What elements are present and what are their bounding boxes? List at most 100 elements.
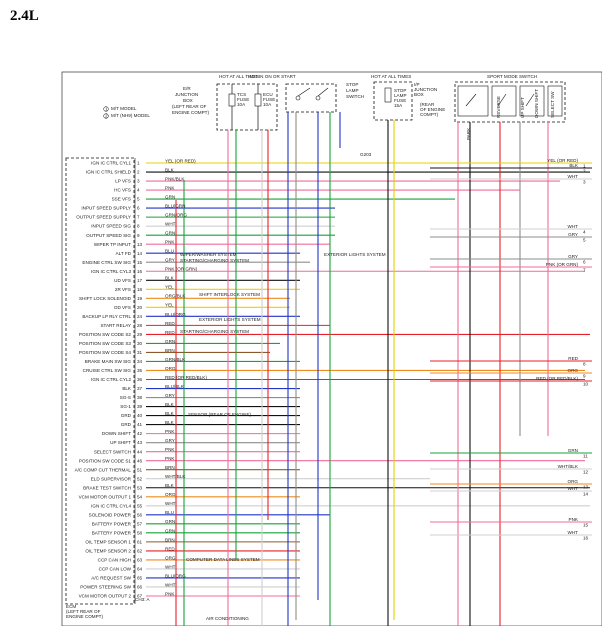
ecm-pin-label: ENGINE CTRL SW SIG [82,260,131,265]
wire-color-label: GRN/BLK [165,357,186,362]
svg-text:PARK: PARK [466,127,471,140]
wire-color-label: YEL (OR RED) [165,158,196,163]
right-wire-label: ORG [568,368,579,373]
ecm-pin-number: 16 [137,269,143,274]
ecm-pin-number: 43 [137,440,143,445]
wire-color-label: GRN [165,339,175,344]
wire-color-label: BLK [165,483,175,488]
ecm-pin-label: GRD [121,422,132,427]
wire-color-label: WHT [165,564,176,569]
ecm-pin-number: 40 [137,413,143,418]
wire-color-label: RED [165,330,175,335]
right-pin-number: 6 [583,260,586,265]
wire-color-label: GRN [165,519,175,524]
ecm-pin-label: POWER STEERING SW [80,585,131,590]
ecm-pin-label: START RELAY [100,323,131,328]
right-wire-label: WHT [568,174,579,179]
ecm-pin-label: IGN IC CTRL CYL1 [91,161,131,166]
right-wire-label: YEL (OR RED) [547,158,578,163]
ecm-label-3: ENGINE COMPT) [66,614,103,619]
ecm-pin-label: SOLENOID POWER [89,512,132,517]
right-wire-label: WHT/BLK [558,464,579,469]
wire-color-label: ORG [165,492,176,497]
ecm-pin-label: WIPER TP INPUT [94,242,131,247]
svg-text:HOT AT ALL TIMES: HOT AT ALL TIMES [371,74,411,79]
svg-text:OF ENGINE: OF ENGINE [420,107,445,112]
dest-computer: COMPUTER DATA LINES SYSTEM [186,557,260,562]
fuse-box-outline [216,83,278,131]
ecm-pin-label: CCP CAN HIGH [98,558,131,563]
ecm-pin-number: 37 [137,386,143,391]
wire-color-label: BLK [165,411,175,416]
ecm-pin-number: 61 [137,539,143,544]
wire-color-label: PNK [165,591,175,596]
ecm-pin-label: IGN IC CTRL CYL2 [91,377,131,382]
wire-layer [146,112,590,626]
wire-color-label: GRY [165,258,175,263]
sport-mode-switch: SPORT MODE SWITCH PARK REVERSE UP SHIFT … [454,74,566,140]
svg-text:FUSE: FUSE [394,98,406,103]
ecm-pin-label: POSITION SW CODE S3 [79,341,132,346]
ecm-pin-label: UD VFS [114,278,131,283]
legend: 1 M/T MODEL 2 M/T (NH9) MODEL [103,106,150,119]
ecm-pin-number: 5 [137,197,140,202]
ecm-pin-label: CRUISE CTRL SW SIG [83,368,132,373]
sport-mode-switch-title: SPORT MODE SWITCH [487,74,537,79]
wire-color-label: BLU/ORG [165,312,186,317]
wire-color-label: WHT/BLK [165,474,186,479]
ecm-pin-number: 62 [137,548,143,553]
wire-color-label: PNK [165,240,175,245]
wire-color-label: BLU [165,510,174,515]
svg-text:I/P: I/P [414,82,420,87]
svg-text:TCS: TCS [237,92,246,97]
ecm-pin-number: 53 [137,485,143,490]
ecm-pin-number: 46 [137,458,143,463]
wire-color-label: BLK [165,402,175,407]
dest-sensor: SENSOR (REAR OF ENGINE) [188,412,252,417]
svg-text:SELECT SW: SELECT SW [550,91,555,118]
dest-exterior-lights: EXTERIOR LIGHTS SYSTEM [324,252,386,257]
ecm-pin-number: 54 [137,494,143,499]
fuse-box-hot-at-all-times: HOT AT ALL TIMES [219,74,259,79]
ecm-pin-label: IGN IC CTRL CYL4 [91,503,131,508]
stop-lamp-fuse-icon [384,87,392,103]
right-pin-number: 13 [583,485,589,490]
ecm-pin-number: 20 [137,305,143,310]
wire-color-label: GRN [165,528,175,533]
dest-wiper: WIPER/WASHER SYSTEM [180,252,237,257]
fuse-box-line-5: ENGINE COMPT) [172,110,209,115]
wire-color-label: WHT [165,222,176,227]
ecm-pin-label: 2R VFS [115,287,131,292]
ecm-pin-label: A/C REQUEST SW [91,576,131,581]
ecm-pin-number: 42 [137,431,143,436]
ecm-box [65,157,135,605]
ecm-pin-label: IGN IC CTRL CYL3 [91,269,131,274]
svg-text:10A: 10A [237,102,246,107]
wire-color-label: PNK [165,429,175,434]
ecm-pin-number: 30 [137,341,143,346]
wire-color-label: BLK [165,276,175,281]
diagram-frame [61,71,602,626]
ecm-pin-number: 6 [137,206,140,211]
ecm-pin-number: 58 [137,530,143,535]
svg-text:2: 2 [105,114,108,119]
right-pin-number: 5 [583,238,586,243]
ecm-pin-number: 17 [137,278,143,283]
ecm-pin-label: HC VFS [114,188,131,193]
ecm-pin-label: OIL TEMP SENSOR 2 [85,548,131,553]
ecm-pin-number: 39 [137,404,143,409]
ecm-pin-number: 44 [137,449,143,454]
ecm-pin-label: BRAKE MAIN SW SIG [85,359,132,364]
wire-color-label: WHT [165,501,176,506]
right-wire-label: PNK (OR GRN) [546,262,579,267]
ecm-pin-label: SG-S [120,395,131,400]
ecm-pin-label: ALT FD [116,251,132,256]
wire-color-label: BLK [165,167,175,172]
svg-text:FUSE: FUSE [237,97,249,102]
ground-g203: G203 [360,152,372,157]
ecm-pin-label: ELD SUPERVISOR [91,476,132,481]
wire-color-label: GRN [165,231,175,236]
wire-color-label: BLU/GRN [165,204,185,209]
